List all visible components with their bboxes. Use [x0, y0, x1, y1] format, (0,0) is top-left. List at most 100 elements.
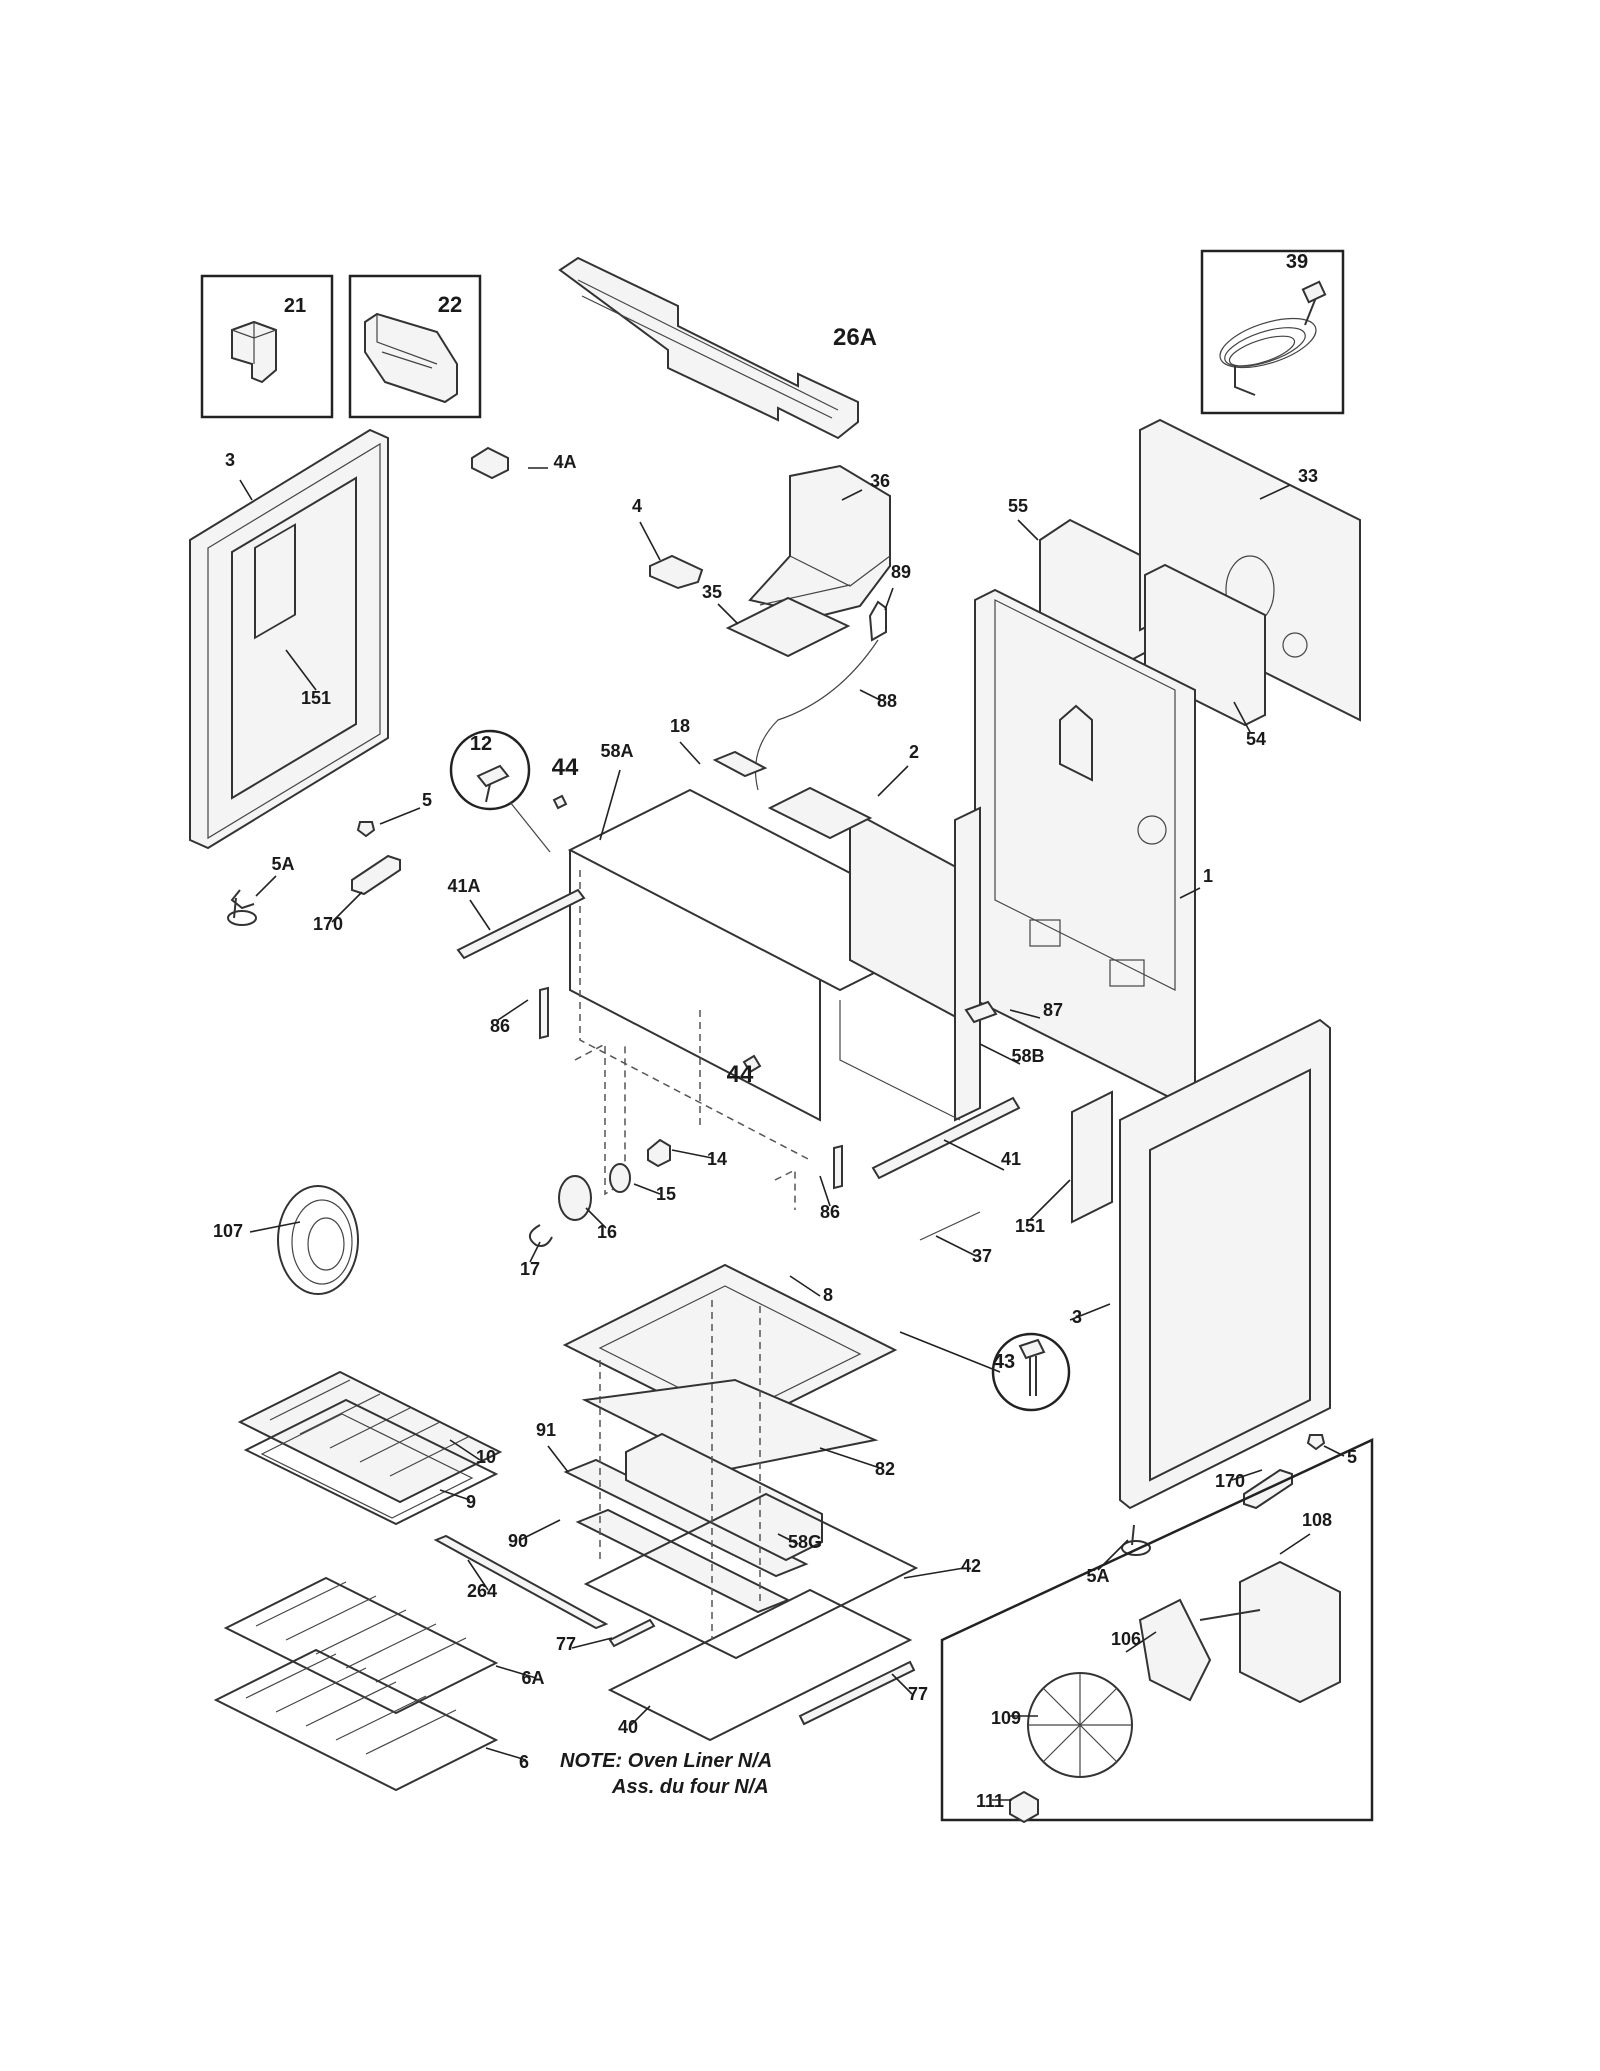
part-111-nut: [1009, 1790, 1039, 1824]
callout-41: 41: [1001, 1149, 1021, 1169]
screw-43-icon: [1018, 1338, 1046, 1396]
callout-21: 21: [284, 295, 306, 317]
callout-39: 39: [1286, 251, 1308, 273]
callout-58a: 58A: [600, 741, 633, 761]
part-91-channel: [563, 1458, 809, 1578]
callout-82: 82: [875, 1459, 895, 1479]
part-14-socket: [647, 1138, 671, 1168]
callout-26a: 26A: [833, 324, 877, 351]
part-6a-oven-rack: [223, 1576, 499, 1715]
callout-15: 15: [656, 1184, 676, 1204]
part-26a-top-brace: [558, 256, 859, 440]
part-87-clip: [964, 1000, 998, 1024]
callout-41a: 41A: [447, 876, 480, 896]
callout-91: 91: [536, 1420, 556, 1440]
callout-106: 106: [1111, 1629, 1141, 1649]
callout-151: 151: [1015, 1216, 1045, 1236]
part-89-thermostat: [868, 600, 887, 642]
leader-43: [899, 1331, 1001, 1373]
part-6-oven-rack: [213, 1648, 499, 1792]
oven-insulation-58b: [829, 806, 981, 1122]
part-4-bracket: [649, 554, 704, 590]
part-151-right: [1071, 1090, 1113, 1224]
callout-89: 89: [891, 562, 911, 582]
part-42-base-frame: [583, 1492, 919, 1660]
callout-54: 54: [1246, 729, 1266, 749]
leg-left-front: [227, 889, 258, 926]
inset-circle-43: [991, 1332, 1071, 1412]
part-33-rear-panel: [1139, 418, 1361, 722]
rail-41a: [456, 888, 586, 960]
callout-6a: 6A: [521, 1668, 544, 1688]
callout-58g: 58G: [788, 1532, 822, 1552]
wire-88: [754, 639, 879, 791]
callout-8: 8: [823, 1285, 833, 1305]
callout-90: 90: [508, 1531, 528, 1551]
callout-33: 33: [1298, 466, 1318, 486]
note-text: NOTE: Oven Liner N/A Ass. du four N/A: [560, 1748, 772, 1800]
callout-170: 170: [313, 914, 343, 934]
rail-77-right: [798, 1660, 916, 1726]
part-109-fan-blade: [1027, 1672, 1133, 1778]
inset-box-convection: [940, 1438, 1374, 1822]
callout-14: 14: [707, 1149, 727, 1169]
callout-2: 2: [909, 742, 919, 762]
callout-36: 36: [870, 471, 890, 491]
inset-box-22: [348, 274, 482, 419]
part-44-upper: [552, 794, 568, 810]
rail-41: [871, 1096, 1021, 1180]
clip-86-right: [833, 1144, 843, 1190]
callout-17: 17: [520, 1259, 540, 1279]
callout-16: 16: [597, 1222, 617, 1242]
callout-5a: 5A: [1086, 1566, 1109, 1586]
note-line-1: NOTE: Oven Liner N/A: [560, 1750, 773, 1772]
callout-35: 35: [702, 582, 722, 602]
part-40-drawer-frame: [607, 1588, 913, 1742]
bracket-170-left: [351, 854, 401, 896]
callout-58b: 58B: [1011, 1046, 1044, 1066]
callout-109: 109: [991, 1708, 1021, 1728]
part-36-vent: [748, 464, 891, 618]
callout-108: 108: [1302, 1510, 1332, 1530]
assembly-guide-lines: [599, 1300, 761, 1640]
callout-44: 44: [552, 754, 579, 781]
callout-43: 43: [993, 1351, 1015, 1373]
callout-42: 42: [961, 1556, 981, 1576]
callout-86: 86: [820, 1202, 840, 1222]
callout-22: 22: [438, 292, 462, 317]
callout-37: 37: [972, 1246, 992, 1266]
callout-5a: 5A: [271, 854, 294, 874]
lamp-socket-icon: [476, 764, 510, 803]
callout-3: 3: [1072, 1307, 1082, 1327]
callout-5: 5: [1347, 1447, 1357, 1467]
callout-5: 5: [422, 790, 432, 810]
part-16-lens: [558, 1175, 592, 1221]
power-cord-icon: [1219, 280, 1327, 396]
callout-111: 111: [976, 1791, 1004, 1811]
part-4a-bracket: [471, 446, 509, 480]
part-9-broil-pan: [243, 1398, 499, 1526]
callout-88: 88: [877, 691, 897, 711]
callout-77: 77: [556, 1634, 576, 1654]
inset-box-21: [200, 274, 334, 419]
inset-box-39: [1200, 249, 1345, 415]
callout-4: 4: [632, 496, 642, 516]
callout-87: 87: [1043, 1000, 1063, 1020]
part-106-motor-bracket: [1138, 1598, 1212, 1702]
callout-40: 40: [618, 1717, 638, 1737]
part-17-wire-clip: [529, 1224, 553, 1247]
left-side-panel: [189, 428, 389, 850]
rail-77-left: [608, 1618, 656, 1648]
part-22-illustration: [364, 312, 458, 404]
clip-86-left: [539, 986, 549, 1040]
right-side-panel: [1119, 1018, 1331, 1510]
leader-lines: [239, 467, 1345, 1801]
callout-10: 10: [476, 1447, 496, 1467]
callout-264: 264: [467, 1581, 497, 1601]
leader-12: [509, 801, 551, 853]
part-21-illustration: [231, 320, 277, 384]
callout-170: 170: [1215, 1471, 1245, 1491]
part-37-wire: [919, 1211, 981, 1241]
